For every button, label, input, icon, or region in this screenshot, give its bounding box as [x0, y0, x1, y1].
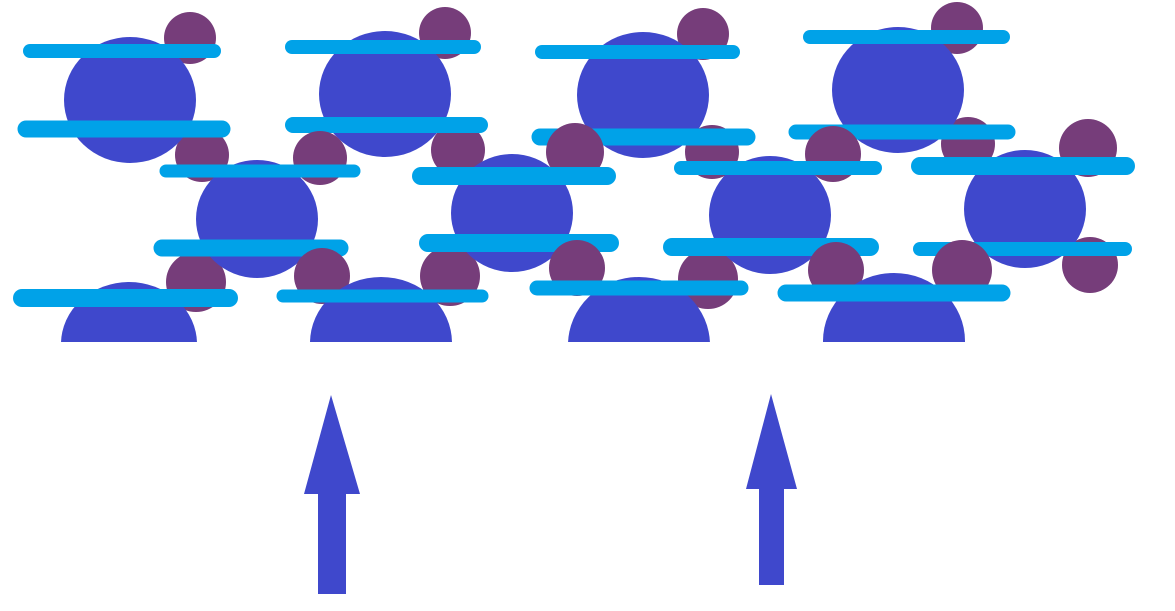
core-sphere	[577, 32, 709, 158]
core-sphere	[832, 27, 964, 153]
molecule-unit-cut	[529, 277, 749, 342]
up-arrow-icon	[304, 395, 360, 594]
molecule-unit-cut	[13, 282, 238, 342]
unit-row-bottom-cut	[13, 273, 1011, 342]
arrows	[304, 394, 797, 594]
molecule-unit-cut	[276, 277, 489, 342]
core-sphere	[964, 150, 1086, 268]
up-arrow-icon	[746, 394, 797, 585]
molecule-unit	[17, 12, 231, 182]
molecule-unit	[285, 7, 488, 177]
lobe-upper	[546, 123, 604, 181]
lobe-lower	[431, 123, 485, 177]
molecule-unit	[788, 2, 1016, 171]
molecule-unit	[153, 131, 361, 312]
molecule-unit-cut	[777, 273, 1011, 342]
lobe-lower	[808, 242, 864, 298]
molecule-unit	[911, 119, 1135, 293]
core-sphere	[568, 277, 710, 342]
unit-row-top	[17, 2, 1016, 182]
